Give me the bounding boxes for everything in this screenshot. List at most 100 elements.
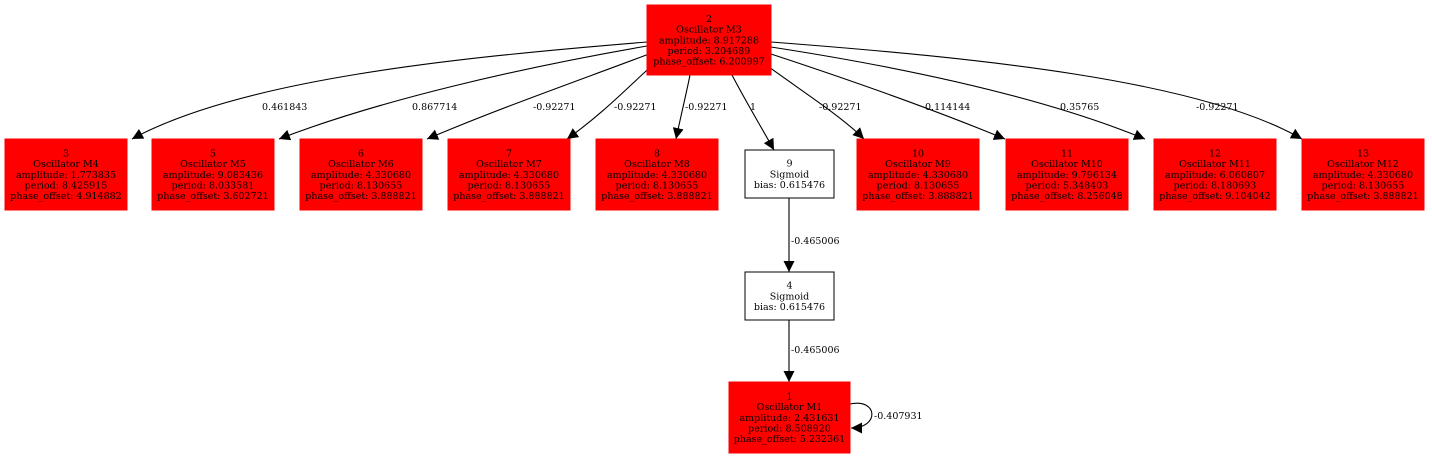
edge-n2-to-n10 [761, 61, 865, 140]
edge-weight-label: -0.465006 [791, 236, 840, 247]
node-text-line: bias: 0.615476 [754, 302, 825, 313]
node-text-line: Oscillator M8 [624, 159, 690, 170]
edge-weight-label: -0.92271 [685, 102, 728, 113]
node-id-label: 7 [506, 149, 512, 160]
node-id-label: 11 [1061, 149, 1073, 160]
node-text-line: amplitude: 4.330680 [1313, 170, 1413, 181]
edge-n2-to-n8 [672, 74, 691, 140]
edge-weight-label: 0.35765 [1060, 102, 1099, 113]
node-text-line: period: 3.204689 [668, 46, 751, 57]
edge-weight-label: -0.92271 [533, 102, 576, 113]
edge-weight-label: -0.407931 [874, 411, 923, 422]
node-text-line: phase_offset: 3.888821 [862, 191, 973, 202]
node-text-line: amplitude: 4.330680 [311, 170, 411, 181]
node-text-line: period: 8.033581 [172, 180, 255, 191]
node-box [595, 138, 719, 211]
node-text-line: period: 8.130655 [616, 180, 699, 191]
node-text-line: phase_offset: 6.200997 [653, 57, 764, 68]
node-text-line: amplitude: 9.083436 [163, 170, 263, 181]
edge-weight-label: 0.461843 [262, 102, 307, 113]
node-id-label: 9 [786, 159, 792, 170]
node-text-line: amplitude: 4.330680 [459, 170, 559, 181]
node-box [1005, 138, 1129, 211]
node-text-line: phase_offset: 9.104042 [1159, 191, 1270, 202]
node-id-label: 2 [706, 14, 712, 25]
node-text-line: period: 8.508920 [748, 423, 831, 434]
node-text-line: phase_offset: 3.888821 [601, 191, 712, 202]
node-box [1301, 138, 1425, 211]
edge-n2-to-n12 [770, 46, 1146, 140]
node-text-line: period: 8.180693 [1174, 180, 1257, 191]
node-id-label: 12 [1209, 149, 1221, 160]
edge-weight-label: -0.92271 [1196, 102, 1239, 113]
edge-labels-layer: 0.461843 0.867714 -0.92271 -0.92271 -0.92271… [262, 102, 1239, 422]
node-text-line: period: 8.425915 [25, 180, 108, 191]
node-text-line: Oscillator M10 [1031, 159, 1103, 170]
node-text-line: bias: 0.615476 [754, 180, 825, 191]
node-text-line: Oscillator M1 [757, 402, 823, 413]
node-text-line: phase_offset: 5.232361 [734, 434, 845, 445]
node-text-line: Oscillator M6 [328, 159, 394, 170]
node-text-line: period: 8.130655 [1322, 180, 1405, 191]
node-text-line: amplitude: 6.060807 [1165, 170, 1265, 181]
node-id-label: 5 [210, 149, 216, 160]
edge-n2-to-n7 [566, 61, 657, 140]
node-text-line: Sigmoid [770, 291, 809, 302]
node-box [299, 138, 423, 211]
node-text-line: phase_offset: 3.602721 [157, 191, 268, 202]
node-text-line: Oscillator M4 [33, 159, 99, 170]
node-id-label: 6 [358, 149, 364, 160]
node-text-line: amplitude: 4.330680 [868, 170, 968, 181]
node-id-label: 13 [1357, 149, 1369, 160]
node-text-line: amplitude: 8.917288 [659, 35, 759, 46]
node-text-line: phase_offset: 4.914882 [10, 191, 121, 202]
edge-n2-to-n9 [731, 74, 775, 151]
node-text-line: period: 8.130655 [320, 180, 403, 191]
edge-n2-to-n5 [278, 45, 648, 141]
node-box [4, 138, 128, 211]
node-box [728, 381, 851, 454]
node-box [744, 149, 835, 199]
node-text-line: period: 8.130655 [468, 180, 551, 191]
edge-n1-to-n1 [849, 402, 873, 434]
node-text-line: amplitude: 2.431631 [739, 413, 839, 424]
node-text-line: Oscillator M9 [885, 159, 951, 170]
node-id-label: 8 [654, 149, 660, 160]
node-id-label: 10 [912, 149, 924, 160]
edge-weight-label: 0.867714 [412, 102, 457, 113]
node-text-line: Oscillator M5 [180, 159, 246, 170]
node-text-line: amplitude: 9.796134 [1017, 170, 1117, 181]
edge-n2-to-n3 [131, 41, 648, 140]
node-text-line: amplitude: 1.773835 [16, 170, 116, 181]
node-box [447, 138, 571, 211]
node-box [856, 138, 980, 211]
edge-weight-label: 0.114144 [925, 102, 970, 113]
edge-n2-to-n6 [426, 53, 650, 140]
node-text-line: period: 5.348403 [1026, 180, 1109, 191]
node-id-label: 4 [786, 281, 792, 292]
node-box [1153, 138, 1277, 211]
node-text-line: Oscillator M11 [1179, 159, 1251, 170]
edge-n2-to-n13 [770, 41, 1303, 140]
node-text-line: Oscillator M7 [476, 159, 542, 170]
node-text-line: Oscillator M12 [1327, 159, 1399, 170]
edge-weight-label: -0.92271 [819, 102, 862, 113]
node-text-line: phase_offset: 3.888821 [453, 191, 564, 202]
node-text-line: Sigmoid [770, 169, 809, 180]
node-text-line: phase_offset: 3.888821 [305, 191, 416, 202]
node-text-line: phase_offset: 3.888821 [1307, 191, 1418, 202]
